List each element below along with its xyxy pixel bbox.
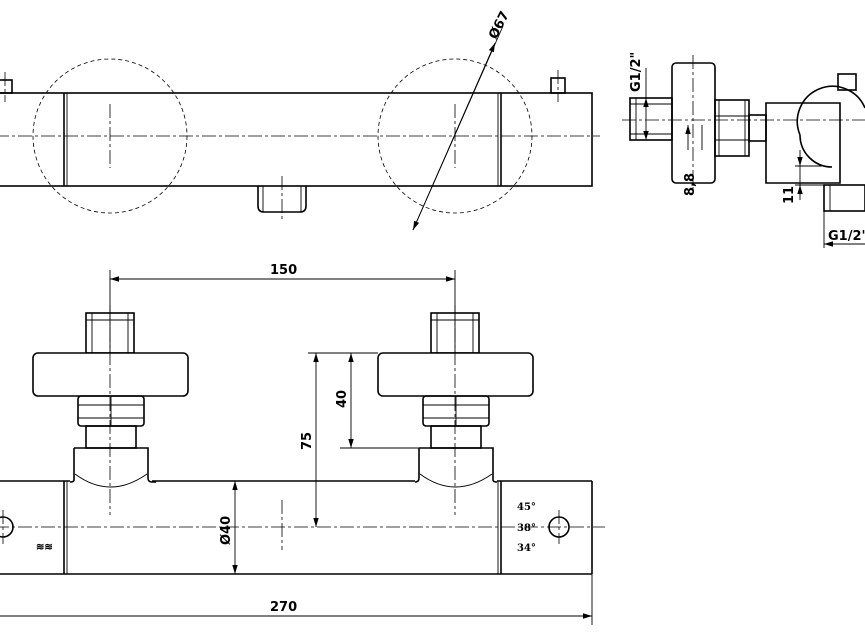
dim-270-label: 270 — [270, 600, 297, 615]
g12-bottom-label: G1/2" — [828, 229, 865, 244]
dim-11-label: 11 — [782, 186, 797, 204]
dim-40-label: 40 — [335, 390, 350, 408]
right-inlet — [377, 305, 534, 515]
temp-mark-38: 38° — [517, 523, 536, 534]
front-view: 150 — [0, 263, 605, 625]
side-view: G1/2" 8,8 11 G1/2" — [622, 52, 865, 248]
top-view: Ø67 — [0, 9, 600, 231]
left-inlet — [32, 305, 189, 515]
g12-top-label: G1/2" — [629, 52, 644, 92]
dim-8-8-label: 8,8 — [683, 173, 698, 196]
top-view-body — [0, 92, 593, 187]
temp-mark-34: 34° — [517, 543, 536, 554]
temp-mark-45: 45° — [517, 502, 536, 513]
flow-mark: ≋≋ — [36, 542, 53, 553]
diameter-67-label: Ø67 — [486, 9, 513, 42]
dim-150-label: 150 — [270, 263, 297, 278]
dim-75-label: 75 — [300, 432, 315, 450]
dim-dia40-label: Ø40 — [219, 516, 234, 545]
